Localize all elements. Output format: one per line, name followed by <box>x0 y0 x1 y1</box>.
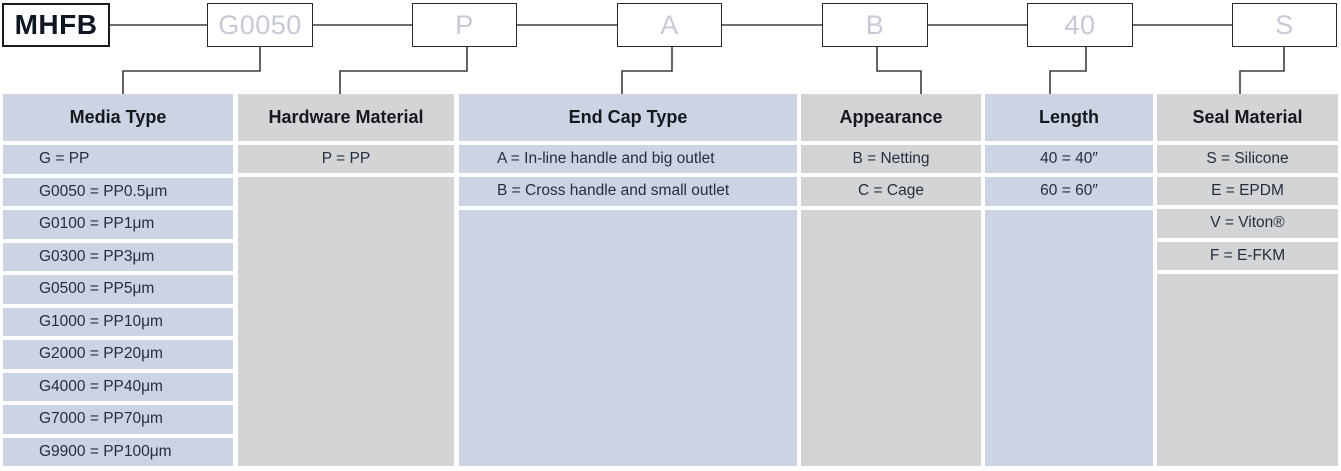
column-options: B = Netting C = Cage <box>801 145 981 466</box>
option-row: E = EPDM <box>1157 177 1338 206</box>
option-row: G1000 = PP10μm <box>3 307 233 336</box>
option-row: G7000 = PP70μm <box>3 405 233 434</box>
option-row: C = Cage <box>801 177 981 206</box>
column-filler <box>459 209 797 466</box>
option-row: S = Silicone <box>1157 145 1338 174</box>
column-header: Hardware Material <box>238 94 454 141</box>
option-row: A = In-line handle and big outlet <box>459 145 797 174</box>
option-row: G0100 = PP1μm <box>3 210 233 239</box>
option-row: G2000 = PP20μm <box>3 340 233 369</box>
column-header: Appearance <box>801 94 981 141</box>
option-row: B = Cross handle and small outlet <box>459 177 797 206</box>
option-row: F = E-FKM <box>1157 241 1338 270</box>
segment-box-appearance-code: B <box>822 3 928 47</box>
segment-box-media-code: G0050 <box>207 3 313 47</box>
column-filler <box>238 177 454 466</box>
option-row: P = PP <box>238 145 454 174</box>
option-row: B = Netting <box>801 145 981 174</box>
column-options: P = PP <box>238 145 454 466</box>
column-options: 40 = 40″ 60 = 60″ <box>985 145 1153 466</box>
segment-box-hardware-code: P <box>412 3 517 47</box>
column-header: Media Type <box>3 94 233 141</box>
column-filler <box>1157 273 1338 466</box>
column-filler <box>801 209 981 466</box>
column-seal-material: Seal Material S = Silicone E = EPDM V = Vi… <box>1157 94 1338 466</box>
column-end-cap-type: End Cap Type A = In-line handle and big … <box>459 94 797 466</box>
option-row: G = PP <box>3 145 233 174</box>
part-prefix-box: MHFB <box>2 3 110 47</box>
segment-box-endcap-code: A <box>617 3 722 47</box>
option-row: G0500 = PP5μm <box>3 275 233 304</box>
segment-box-seal-code: S <box>1232 3 1337 47</box>
option-row: G0300 = PP3μm <box>3 242 233 271</box>
option-row: V = Viton® <box>1157 209 1338 238</box>
column-header: Seal Material <box>1157 94 1338 141</box>
option-row: 60 = 60″ <box>985 177 1153 206</box>
column-header: Length <box>985 94 1153 141</box>
column-header: End Cap Type <box>459 94 797 141</box>
column-length: Length 40 = 40″ 60 = 60″ <box>985 94 1153 466</box>
column-options: S = Silicone E = EPDM V = Viton® F = E-FKM <box>1157 145 1338 466</box>
option-row: 40 = 40″ <box>985 145 1153 174</box>
column-appearance: Appearance B = Netting C = Cage <box>801 94 981 466</box>
option-row: G0050 = PP0.5μm <box>3 177 233 206</box>
column-hardware-material: Hardware Material P = PP <box>238 94 454 466</box>
column-options: A = In-line handle and big outlet B = Cro… <box>459 145 797 466</box>
column-filler <box>985 209 1153 466</box>
option-row: G9900 = PP100μm <box>3 437 233 466</box>
segment-box-length-code: 40 <box>1027 3 1133 47</box>
option-row: G4000 = PP40μm <box>3 372 233 401</box>
